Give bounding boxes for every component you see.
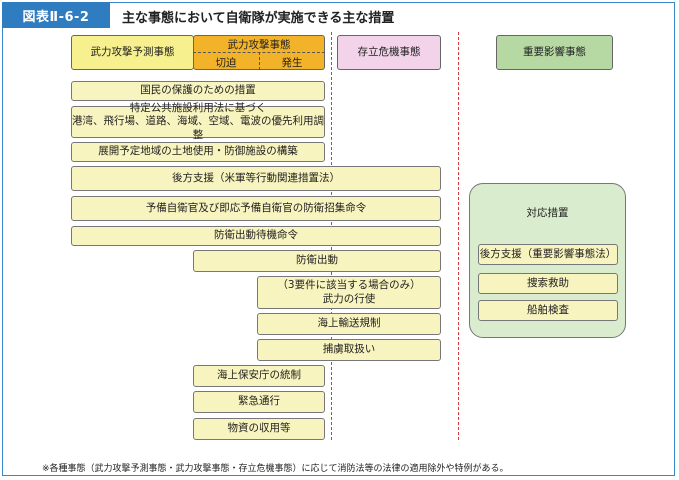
measure-use-of-force: （3要件に該当する場合のみ） 武力の行使 xyxy=(257,276,441,309)
measure-reserve-call-up: 予備自衛官及び即応予備自衛官の防衛招集命令 xyxy=(71,196,441,221)
response-search-rescue: 捜索救助 xyxy=(478,273,618,294)
response-measures-title: 対応措置 xyxy=(526,207,569,219)
header-armed-attack-occurred: 発生 xyxy=(281,57,303,69)
response-ship-inspection: 船舶検査 xyxy=(478,300,618,321)
measure-civil-protection: 国民の保護のための措置 xyxy=(71,81,325,101)
measure-prisoner-treatment: 捕虜取扱い xyxy=(257,339,441,361)
measure-priority-use-coordination: 特定公共施設利用法に基づく 港湾、飛行場、道路、海域、空域、電波の優先利用調整 xyxy=(71,102,325,141)
header-armed-attack-imminent: 切迫 xyxy=(215,57,237,69)
header-important-influence: 重要影響事態 xyxy=(496,35,613,70)
measure-rear-support-us-forces: 後方支援（米軍等行動関連措置法） xyxy=(71,166,441,191)
measure-coast-guard-control: 海上保安庁の統制 xyxy=(193,365,325,387)
measure-defense-standby-order: 防衛出動待機命令 xyxy=(71,226,441,246)
measure-maritime-transport-restriction: 海上輸送規制 xyxy=(257,313,441,335)
header-armed-attack-anticipated: 武力攻撃予測事態 xyxy=(71,35,194,70)
header-survival-threatening: 存立危機事態 xyxy=(337,35,441,70)
measure-land-use-defense-facilities: 展開予定地域の土地使用・防御施設の構築 xyxy=(71,142,325,162)
response-rear-support: 後方支援（重要影響事態法） xyxy=(478,244,618,265)
measure-defense-operation: 防衛出動 xyxy=(193,250,441,272)
separator-survival-influence xyxy=(458,32,459,440)
header-armed-attack: 武力攻撃事態 xyxy=(227,39,291,51)
figure-frame xyxy=(2,2,675,476)
measure-expropriation: 物資の収用等 xyxy=(193,418,325,440)
footnote: ※各種事態（武力攻撃予測事態・武力攻撃事態・存立危機事態）に応じて消防法等の法律… xyxy=(42,464,509,474)
figure-title: 主な事態において自衛隊が実施できる主な措置 xyxy=(122,11,395,26)
header-armed-attack-subdivider xyxy=(259,52,260,70)
figure-tag: 図表Ⅱ-6-2 xyxy=(2,2,110,28)
measure-emergency-passage: 緊急通行 xyxy=(193,391,325,413)
